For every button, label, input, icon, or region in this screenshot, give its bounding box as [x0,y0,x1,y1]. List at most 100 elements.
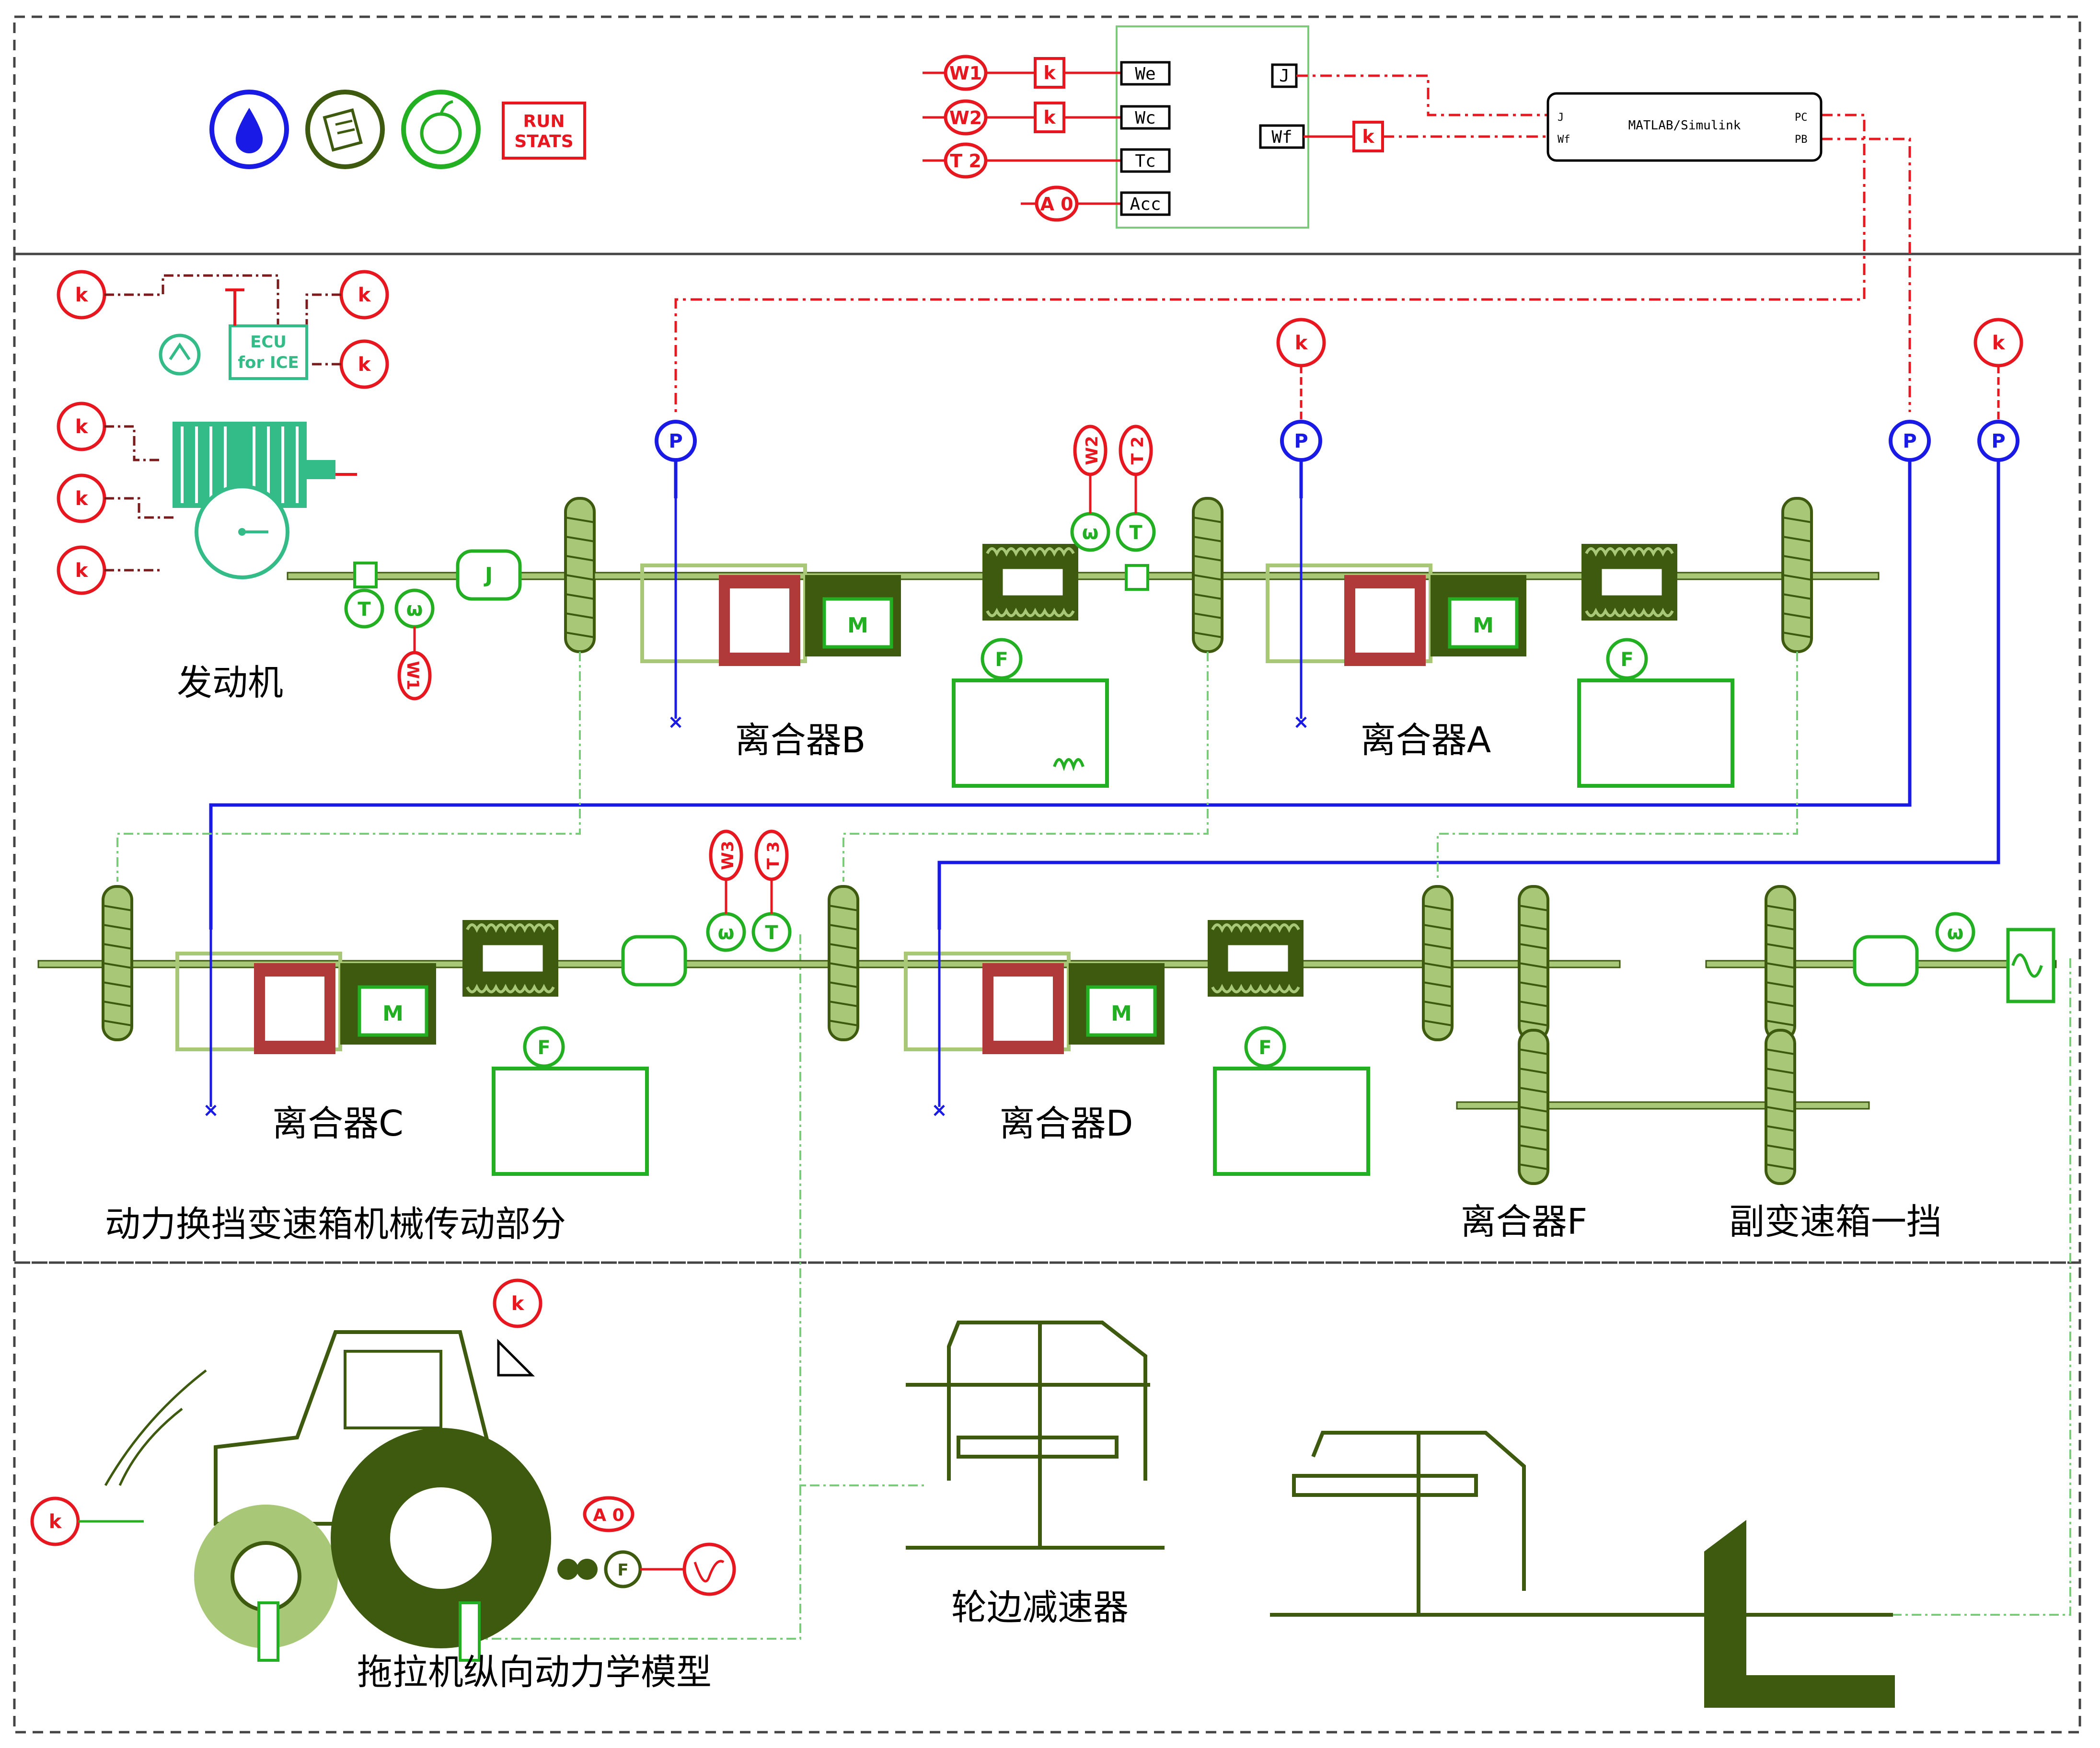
k-label: k [1992,332,2006,354]
omega-symbol: ω [718,922,735,944]
simulink-block[interactable]: MATLAB/Simulink J Wf PC PB [1546,92,1823,162]
k-label: k [358,354,371,376]
k-input-2[interactable]: k [58,403,104,449]
ecu-line2: for ICE [238,353,299,372]
output-acc-label: Acc [1130,195,1161,214]
apple-icon[interactable] [401,90,481,169]
clutch-c[interactable]: M × [175,930,436,1121]
sensor-w2-row: W2 k Wc [923,99,1171,136]
k-input-6[interactable]: k [341,341,387,387]
force-symbol: F [1258,1037,1271,1059]
run-stats-line1: RUN [523,112,565,131]
k-label: k [358,284,371,306]
w3-tag: W3 [718,840,738,870]
label-clutch-a: 离合器A [1361,720,1491,761]
p-sensor-b[interactable]: P [655,420,697,498]
frame-powershift [13,253,2081,1264]
svg-text:J: J [484,563,493,587]
k-input-4[interactable]: k [58,547,104,593]
engine-block[interactable] [173,422,357,579]
sensor-t2-row: T 2 Tc [923,142,1171,179]
clutch-d[interactable]: M × [904,930,1165,1121]
svg-text:×: × [1293,711,1309,733]
tractor-model[interactable] [104,1330,551,1662]
pressure-sensors: P P P P k k [209,320,2021,930]
p-sensor-d[interactable]: P [1977,420,2019,462]
output-wc-label: Wc [1135,108,1155,128]
clutch-c-actuator: F [492,1026,649,1176]
clipboard-icon[interactable] [305,90,385,169]
output-tc-label: Tc [1135,151,1155,171]
frame-vehicle [13,1261,2081,1734]
svg-text:×: × [931,1099,947,1121]
input-j-block: J [1271,63,1298,88]
label-tractor-model: 拖拉机纵向动力学模型 [357,1652,712,1693]
ecu-block[interactable]: ECU for ICE [225,288,308,380]
gear-mid-lower [829,886,858,1040]
gain-k-label: k [1362,126,1374,147]
k-label: k [511,1293,525,1315]
sensor-a0-label: A 0 [1040,194,1073,215]
label-clutch-c: 离合器C [272,1103,404,1144]
clutch-a[interactable]: M × [1266,498,1526,733]
input-wf-label: Wf [1271,127,1292,147]
clutch-b[interactable]: M × [640,498,901,733]
engine-torque-sensor: T ω W1 [344,562,435,701]
k-label: k [75,560,89,582]
motor-symbol: M [1473,613,1494,638]
torque-symbol: T [1129,522,1142,544]
k-input-d[interactable]: k [1975,320,2021,366]
wheel-reducer[interactable] [906,1321,1895,1708]
frame-interface [13,15,2081,255]
label-engine: 发动机 [177,662,283,703]
k-input-1[interactable]: k [58,272,104,318]
pressure-symbol: P [1903,430,1916,452]
clutch-f[interactable] [1423,886,1548,1184]
sensor-t2-label: T 2 [950,150,981,172]
run-stats-button[interactable]: RUN STATS [502,102,586,160]
force-symbol: F [537,1037,550,1059]
a0-tag: A 0 [593,1506,624,1525]
input-wf-block: Wf k [1259,121,1384,152]
force-symbol: F [995,649,1008,671]
gear-mid-upper [1193,498,1222,652]
svg-text:×: × [203,1099,219,1121]
toolbar-icons: RUN STATS [209,90,586,169]
sensor-a0-row: A 0 Acc [1021,185,1171,222]
w2-t2-sensors: ω T W2 T 2 [1070,425,1156,591]
k-input-a[interactable]: k [1278,320,1324,366]
sensor-w1-row: W1 k We [923,55,1171,91]
label-clutch-b: 离合器B [735,720,866,761]
input-j-label: J [1279,66,1290,86]
w1-tag: W1 [403,661,422,690]
omega-symbol: ω [406,598,423,621]
force-symbol: F [617,1561,628,1580]
t2-tag: T 2 [1128,437,1147,465]
label-powershift-section: 动力换挡变速箱机械传动部分 [105,1204,566,1245]
simulink-port-pc: PC [1795,112,1808,124]
clutch-d-drum [1208,920,1304,997]
k-label: k [75,416,89,438]
aux-gearbox[interactable]: ω [1766,886,2055,1184]
label-clutch-f: 离合器F [1461,1201,1588,1242]
water-drop-icon[interactable] [209,90,289,169]
engine-section: k k k k k k ECU for ICE [58,272,594,703]
motor-symbol: M [847,613,868,638]
k-input-3[interactable]: k [58,475,104,521]
engine-gear [565,498,594,652]
p-sensor-c[interactable]: P [1889,420,1931,462]
k-input-vehicle[interactable]: k [32,1498,78,1544]
interface-block: W1 k We W2 k Wc T 2 Tc [674,25,1911,412]
k-label: k [75,284,89,306]
simulink-port-wf: Wf [1558,134,1570,146]
k-input-5[interactable]: k [341,272,387,318]
w3-t3-sensors: ω T W3 T 3 [621,829,792,987]
ecu-line1: ECU [250,333,287,352]
w2-tag: W2 [1083,436,1102,465]
p-sensor-a[interactable]: P [1280,420,1322,498]
vehicle-sensors: A 0 F [557,1496,736,1596]
k-input-brake[interactable]: k [495,1280,541,1326]
gear-left-lower [103,886,132,1040]
clutch-d-actuator: F [1213,1026,1370,1176]
